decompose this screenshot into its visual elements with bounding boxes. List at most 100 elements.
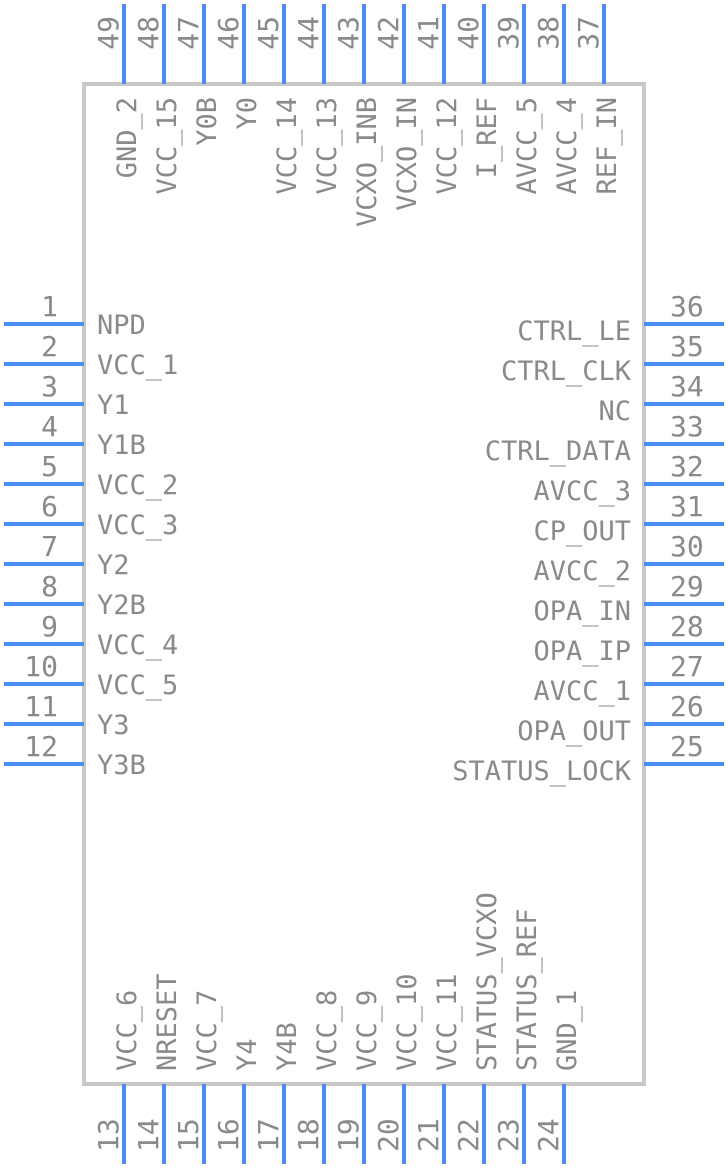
pin-38-name: AVCC_4: [552, 97, 583, 195]
pin-21-number: 21: [412, 1118, 445, 1152]
pin-28-name: OPA_IP: [533, 636, 631, 667]
pin-27-number: 27: [670, 650, 704, 683]
pin-3-number: 3: [41, 370, 58, 403]
pin-group: 1NPD2VCC_13Y14Y1B5VCC_26VCC_37Y28Y2B9VCC…: [4, 4, 724, 1164]
pin-11-name: Y3: [97, 710, 130, 741]
pin-22-number: 22: [452, 1118, 485, 1152]
pin-22-name: STATUS_VCXO: [472, 892, 503, 1071]
pin-29-number: 29: [670, 570, 704, 603]
pin-25-number: 25: [670, 730, 704, 763]
pin-35-name: CTRL_CLK: [501, 356, 632, 387]
pin-18-name: VCC_8: [312, 990, 343, 1071]
pin-33-name: CTRL_DATA: [485, 436, 631, 467]
pin-1-name: NPD: [97, 310, 146, 341]
pin-28-number: 28: [670, 610, 704, 643]
pin-21-name: VCC_11: [432, 973, 463, 1071]
pin-44-name: VCC_13: [312, 97, 343, 195]
pin-32-name: AVCC_3: [533, 476, 631, 507]
pin-12-number: 12: [24, 730, 58, 763]
pin-31-name: CP_OUT: [533, 516, 631, 547]
pin-3-name: Y1: [97, 390, 130, 421]
pin-20-number: 20: [372, 1118, 405, 1152]
pin-14-number: 14: [132, 1118, 165, 1152]
pin-10-number: 10: [24, 650, 58, 683]
pin-26-number: 26: [670, 690, 704, 723]
pin-6-name: VCC_3: [97, 510, 178, 541]
pin-13-name: VCC_6: [112, 990, 143, 1071]
pin-48-number: 48: [132, 16, 165, 50]
pin-8-name: Y2B: [97, 590, 146, 621]
pin-36-name: CTRL_LE: [517, 316, 631, 347]
pin-38-number: 38: [532, 16, 565, 50]
pin-39-number: 39: [492, 16, 525, 50]
pin-2-name: VCC_1: [97, 350, 178, 381]
pin-1-number: 1: [41, 290, 58, 323]
pin-17-name: Y4B: [272, 1022, 303, 1071]
pin-15-number: 15: [172, 1118, 205, 1152]
pin-44-number: 44: [292, 16, 325, 50]
pin-13-number: 13: [92, 1118, 125, 1152]
pin-45-name: VCC_14: [272, 97, 303, 195]
pin-46-name: Y0: [232, 97, 263, 130]
pin-37-name: REF_IN: [592, 97, 623, 195]
pin-49-name: GND_2: [112, 97, 143, 178]
pin-33-number: 33: [670, 410, 704, 443]
ic-body: [82, 82, 646, 1086]
pin-37-number: 37: [572, 16, 605, 50]
pin-15-name: VCC_7: [192, 990, 223, 1071]
pin-14-name: NRESET: [152, 973, 183, 1071]
pin-34-number: 34: [670, 370, 704, 403]
pin-17-number: 17: [252, 1118, 285, 1152]
pin-2-number: 2: [41, 330, 58, 363]
pin-45-number: 45: [252, 16, 285, 50]
pin-40-number: 40: [452, 16, 485, 50]
pin-41-name: VCC_12: [432, 97, 463, 195]
pin-42-name: VCXO_IN: [392, 97, 423, 211]
pin-30-number: 30: [670, 530, 704, 563]
pin-19-name: VCC_9: [352, 990, 383, 1071]
pin-39-name: AVCC_5: [512, 97, 543, 195]
pin-5-name: VCC_2: [97, 470, 178, 501]
pin-41-number: 41: [412, 16, 445, 50]
pin-31-number: 31: [670, 490, 704, 523]
pin-49-number: 49: [92, 16, 125, 50]
pin-11-number: 11: [24, 690, 58, 723]
pin-20-name: VCC_10: [392, 973, 423, 1071]
pin-8-number: 8: [41, 570, 58, 603]
pin-43-name: VCXO_INB: [352, 97, 383, 227]
pin-48-name: VCC_15: [152, 97, 183, 195]
pin-4-number: 4: [41, 410, 58, 443]
pin-10-name: VCC_5: [97, 670, 178, 701]
pin-25-name: STATUS_LOCK: [452, 756, 632, 787]
pin-43-number: 43: [332, 16, 365, 50]
pin-7-name: Y2: [97, 550, 130, 581]
pin-7-number: 7: [41, 530, 58, 563]
pin-19-number: 19: [332, 1118, 365, 1152]
pin-47-number: 47: [172, 16, 205, 50]
pin-9-number: 9: [41, 610, 58, 643]
pin-23-number: 23: [492, 1118, 525, 1152]
pin-24-name: GND_1: [552, 990, 583, 1071]
pin-35-number: 35: [670, 330, 704, 363]
pin-23-name: STATUS_REF: [512, 908, 543, 1071]
pin-29-name: OPA_IN: [533, 596, 631, 627]
pin-40-name: I_REF: [472, 97, 503, 178]
pin-5-number: 5: [41, 450, 58, 483]
pin-18-number: 18: [292, 1118, 325, 1152]
pin-46-number: 46: [212, 16, 245, 50]
pin-12-name: Y3B: [97, 750, 146, 781]
pin-16-name: Y4: [232, 1038, 263, 1071]
pin-16-number: 16: [212, 1118, 245, 1152]
pin-32-number: 32: [670, 450, 704, 483]
pin-26-name: OPA_OUT: [517, 716, 631, 747]
pin-4-name: Y1B: [97, 430, 146, 461]
pin-27-name: AVCC_1: [533, 676, 631, 707]
pin-6-number: 6: [41, 490, 58, 523]
pin-36-number: 36: [670, 290, 704, 323]
pin-9-name: VCC_4: [97, 630, 178, 661]
pin-24-number: 24: [532, 1118, 565, 1152]
pin-34-name: NC: [598, 396, 631, 427]
pin-47-name: Y0B: [192, 97, 223, 146]
pin-30-name: AVCC_2: [533, 556, 631, 587]
